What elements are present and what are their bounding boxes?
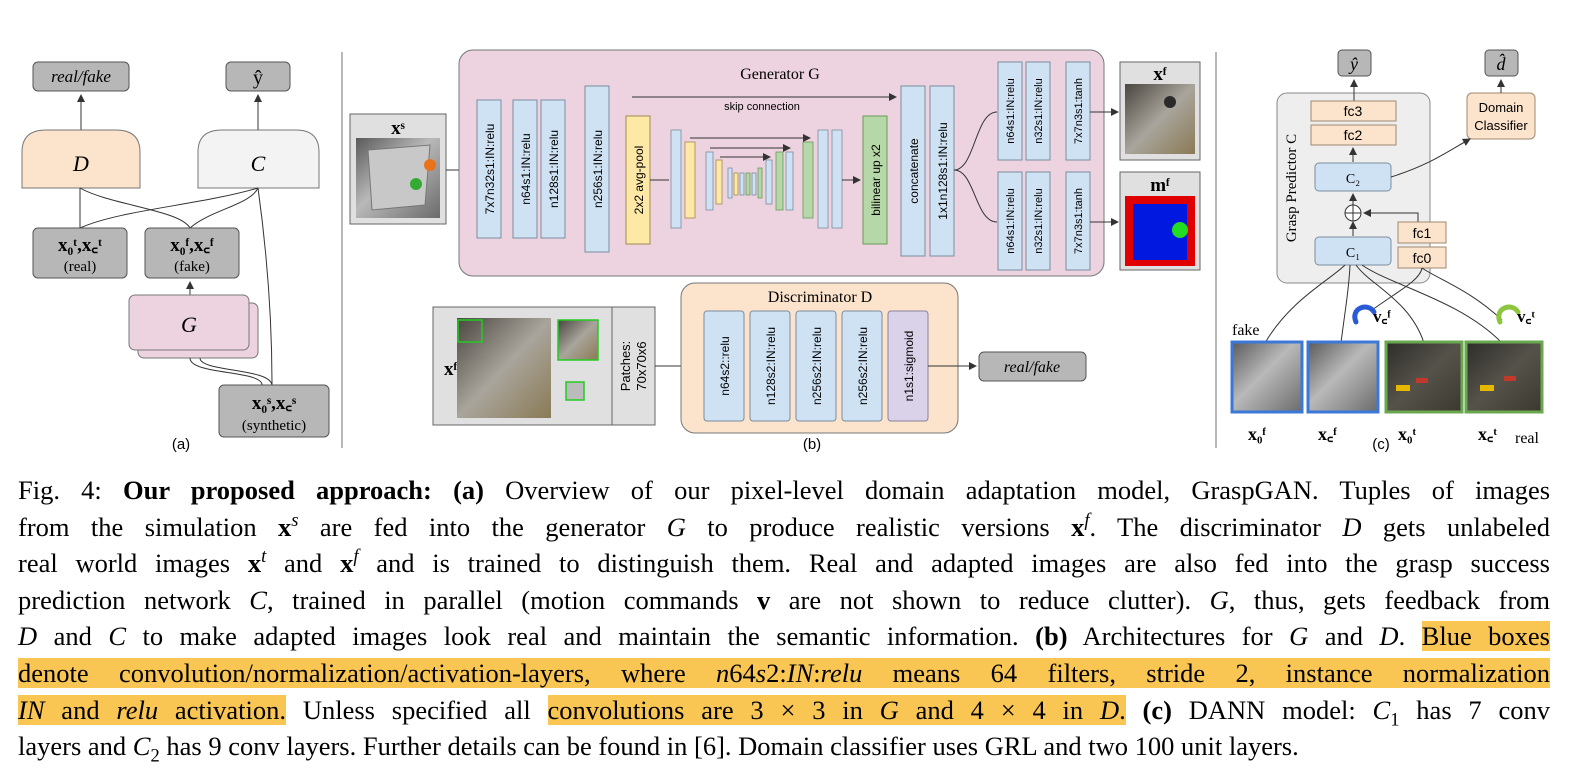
b-out-bottom-label: mᶠ (1150, 175, 1170, 196)
c-panel-label: (c) (1372, 436, 1390, 453)
c-img-2 (1306, 340, 1380, 414)
caption-line-6: denote convolution/normalization/activat… (18, 657, 1550, 688)
b-disc-output: real/fake (1004, 359, 1060, 376)
b-head-bot-3: 7x7n3s1:tanh (1073, 188, 1085, 254)
b-head-bot-2: n32s1:IN:relu (1033, 188, 1045, 253)
caption-line-2: from the simulation xs are fed into the … (18, 509, 1550, 542)
c-vct-icon (1496, 304, 1521, 325)
c-img-3 (1384, 340, 1464, 414)
b-input-label: xˢ (391, 118, 406, 139)
caption-fig-number: Fig. 4: (18, 475, 102, 505)
c-img-label-3: x₀ᵗ (1398, 424, 1416, 444)
b-disc-layer-1: n64s2::relu (718, 336, 732, 395)
b-unet-blocks (670, 129, 843, 229)
b-head-top-2: n32s1:IN:relu (1033, 78, 1045, 143)
b-disc-layer-5: n1s1:sigmoid (902, 331, 916, 402)
a-realfake-label: real/fake (51, 67, 111, 86)
caption-line-4: prediction network C, trained in paralle… (18, 584, 1551, 615)
a-realfake-box (32, 61, 130, 92)
c-real-label: real (1515, 430, 1540, 447)
b-out-top-label: xᶠ (1153, 64, 1167, 85)
c-vct: v꜀ᵗ (1517, 307, 1535, 326)
a-d-label: D (72, 151, 89, 176)
c-grasp-label: Grasp Predictor C (1284, 134, 1300, 242)
figure-4: real/fake ŷ D C x₀ᵗ,x꜀ᵗ (real) x₀ᶠ,x꜀ᶠ (… (21, 49, 1544, 453)
b-disc-input-image (457, 318, 551, 418)
b-disc-output-box (978, 351, 1087, 382)
b-layer-4: n256s1:IN:relu (591, 130, 605, 208)
b-patches-2: 70x70x6 (634, 341, 649, 390)
caption-line-5: D and C to make adapted images look real… (18, 621, 1550, 652)
a-syn-main: x₀ˢ,x꜀ˢ (252, 393, 297, 414)
panel-a: real/fake ŷ D C x₀ᵗ,x꜀ᵗ (real) x₀ᶠ,x꜀ᶠ (… (21, 61, 330, 453)
b-disc-layer-2: n128s2:IN:relu (764, 327, 778, 405)
b-layer-1: 7x7n32s1:IN:relu (483, 124, 497, 215)
b-disc-input-label: xᶠ (444, 359, 458, 380)
caption-a-tag: (a) (453, 475, 484, 505)
a-g-label: G (181, 312, 197, 337)
b-head-bot-1: n64s1:IN:relu (1005, 188, 1017, 253)
panel-c: ŷ d̂ Grasp Predictor C fc3 fc2 C₂ C₁ fc1… (1230, 49, 1544, 453)
a-synthetic-box (218, 384, 330, 438)
c-fc2: fc2 (1344, 127, 1363, 143)
c-fc3: fc3 (1344, 103, 1363, 119)
b-disc-layer-3: n256s2:IN:relu (810, 327, 824, 405)
b-layer-3: n128s1:IN:relu (547, 130, 561, 208)
c-img-1 (1230, 340, 1304, 414)
a-panel-label: (a) (172, 436, 190, 453)
a-yhat-box (225, 61, 291, 92)
a-classifier-shape (197, 129, 320, 189)
c-fc1: fc1 (1413, 225, 1432, 241)
caption-line-1: Fig. 4: Our proposed approach: (a) Overv… (18, 475, 1551, 505)
a-c-label: C (251, 151, 266, 176)
b-conv1x1: 1x1n128s1:IN:relu (936, 122, 950, 219)
caption-line-8: layers and C2 has 9 conv layers. Further… (18, 731, 1299, 767)
a-fake-sub: (fake) (174, 259, 210, 275)
c-yhat: ŷ (1348, 54, 1358, 74)
c-dhat: d̂ (1497, 53, 1507, 74)
c-img-label-1: x₀ᶠ (1248, 424, 1266, 444)
a-syn-sub: (synthetic) (242, 418, 306, 434)
figure-caption: Fig. 4: Our proposed approach: (a) Overv… (18, 472, 1550, 765)
c-domain-2: Classifier (1474, 118, 1528, 133)
b-patches-1: Patches: (618, 341, 633, 392)
b-disc-title: Discriminator D (768, 289, 872, 306)
c-domain-1: Domain (1479, 100, 1524, 115)
b-layer-pool: 2x2 avg-pool (632, 146, 646, 215)
caption-line-7: IN and relu activation. Unless specified… (18, 694, 1551, 730)
a-generator-box (128, 294, 250, 351)
c-img-label-2: x꜀ᶠ (1318, 424, 1337, 444)
c-vcf-icon (1352, 304, 1377, 325)
b-head-top-1: n64s1:IN:relu (1005, 78, 1017, 143)
a-real-main: x₀ᵗ,x꜀ᵗ (58, 235, 102, 256)
caption-b-tag: (b) (1035, 621, 1068, 652)
c-c2: C₂ (1346, 172, 1360, 187)
b-concat: concatenate (907, 138, 921, 204)
b-skip-label: skip connection (724, 101, 800, 113)
b-head-top-3: 7x7n3s1:tanh (1073, 78, 1085, 144)
c-c1: C₁ (1346, 246, 1360, 261)
c-img-label-4: x꜀ᵗ (1478, 424, 1497, 444)
a-real-box (32, 227, 128, 279)
b-out-top-image (1125, 84, 1195, 154)
b-panel-label: (b) (803, 436, 821, 453)
a-fake-box (144, 227, 240, 279)
a-real-sub: (real) (64, 259, 96, 275)
c-vcf: v꜀ᶠ (1373, 307, 1391, 326)
c-fc0: fc0 (1413, 250, 1432, 266)
a-fake-main: x₀ᶠ,x꜀ᶠ (170, 235, 214, 256)
caption-c-tag: (c) (1142, 694, 1172, 725)
caption-title: Our proposed approach: (122, 475, 432, 505)
c-fake-label: fake (1232, 322, 1260, 339)
a-yhat-label: ŷ (253, 67, 263, 89)
b-disc-layer-4: n256s2:IN:relu (856, 327, 870, 405)
b-upsample: bilinear up x2 (869, 144, 883, 216)
b-generator-title: Generator G (740, 66, 820, 83)
a-discriminator-shape (21, 129, 141, 189)
b-layer-2: n64s1:IN:relu (519, 133, 533, 204)
caption-line-3: real world images xt and xf and is train… (18, 546, 1550, 579)
panel-b: xˢ Generator G skip connection 7x7n32s1:… (349, 49, 1201, 453)
